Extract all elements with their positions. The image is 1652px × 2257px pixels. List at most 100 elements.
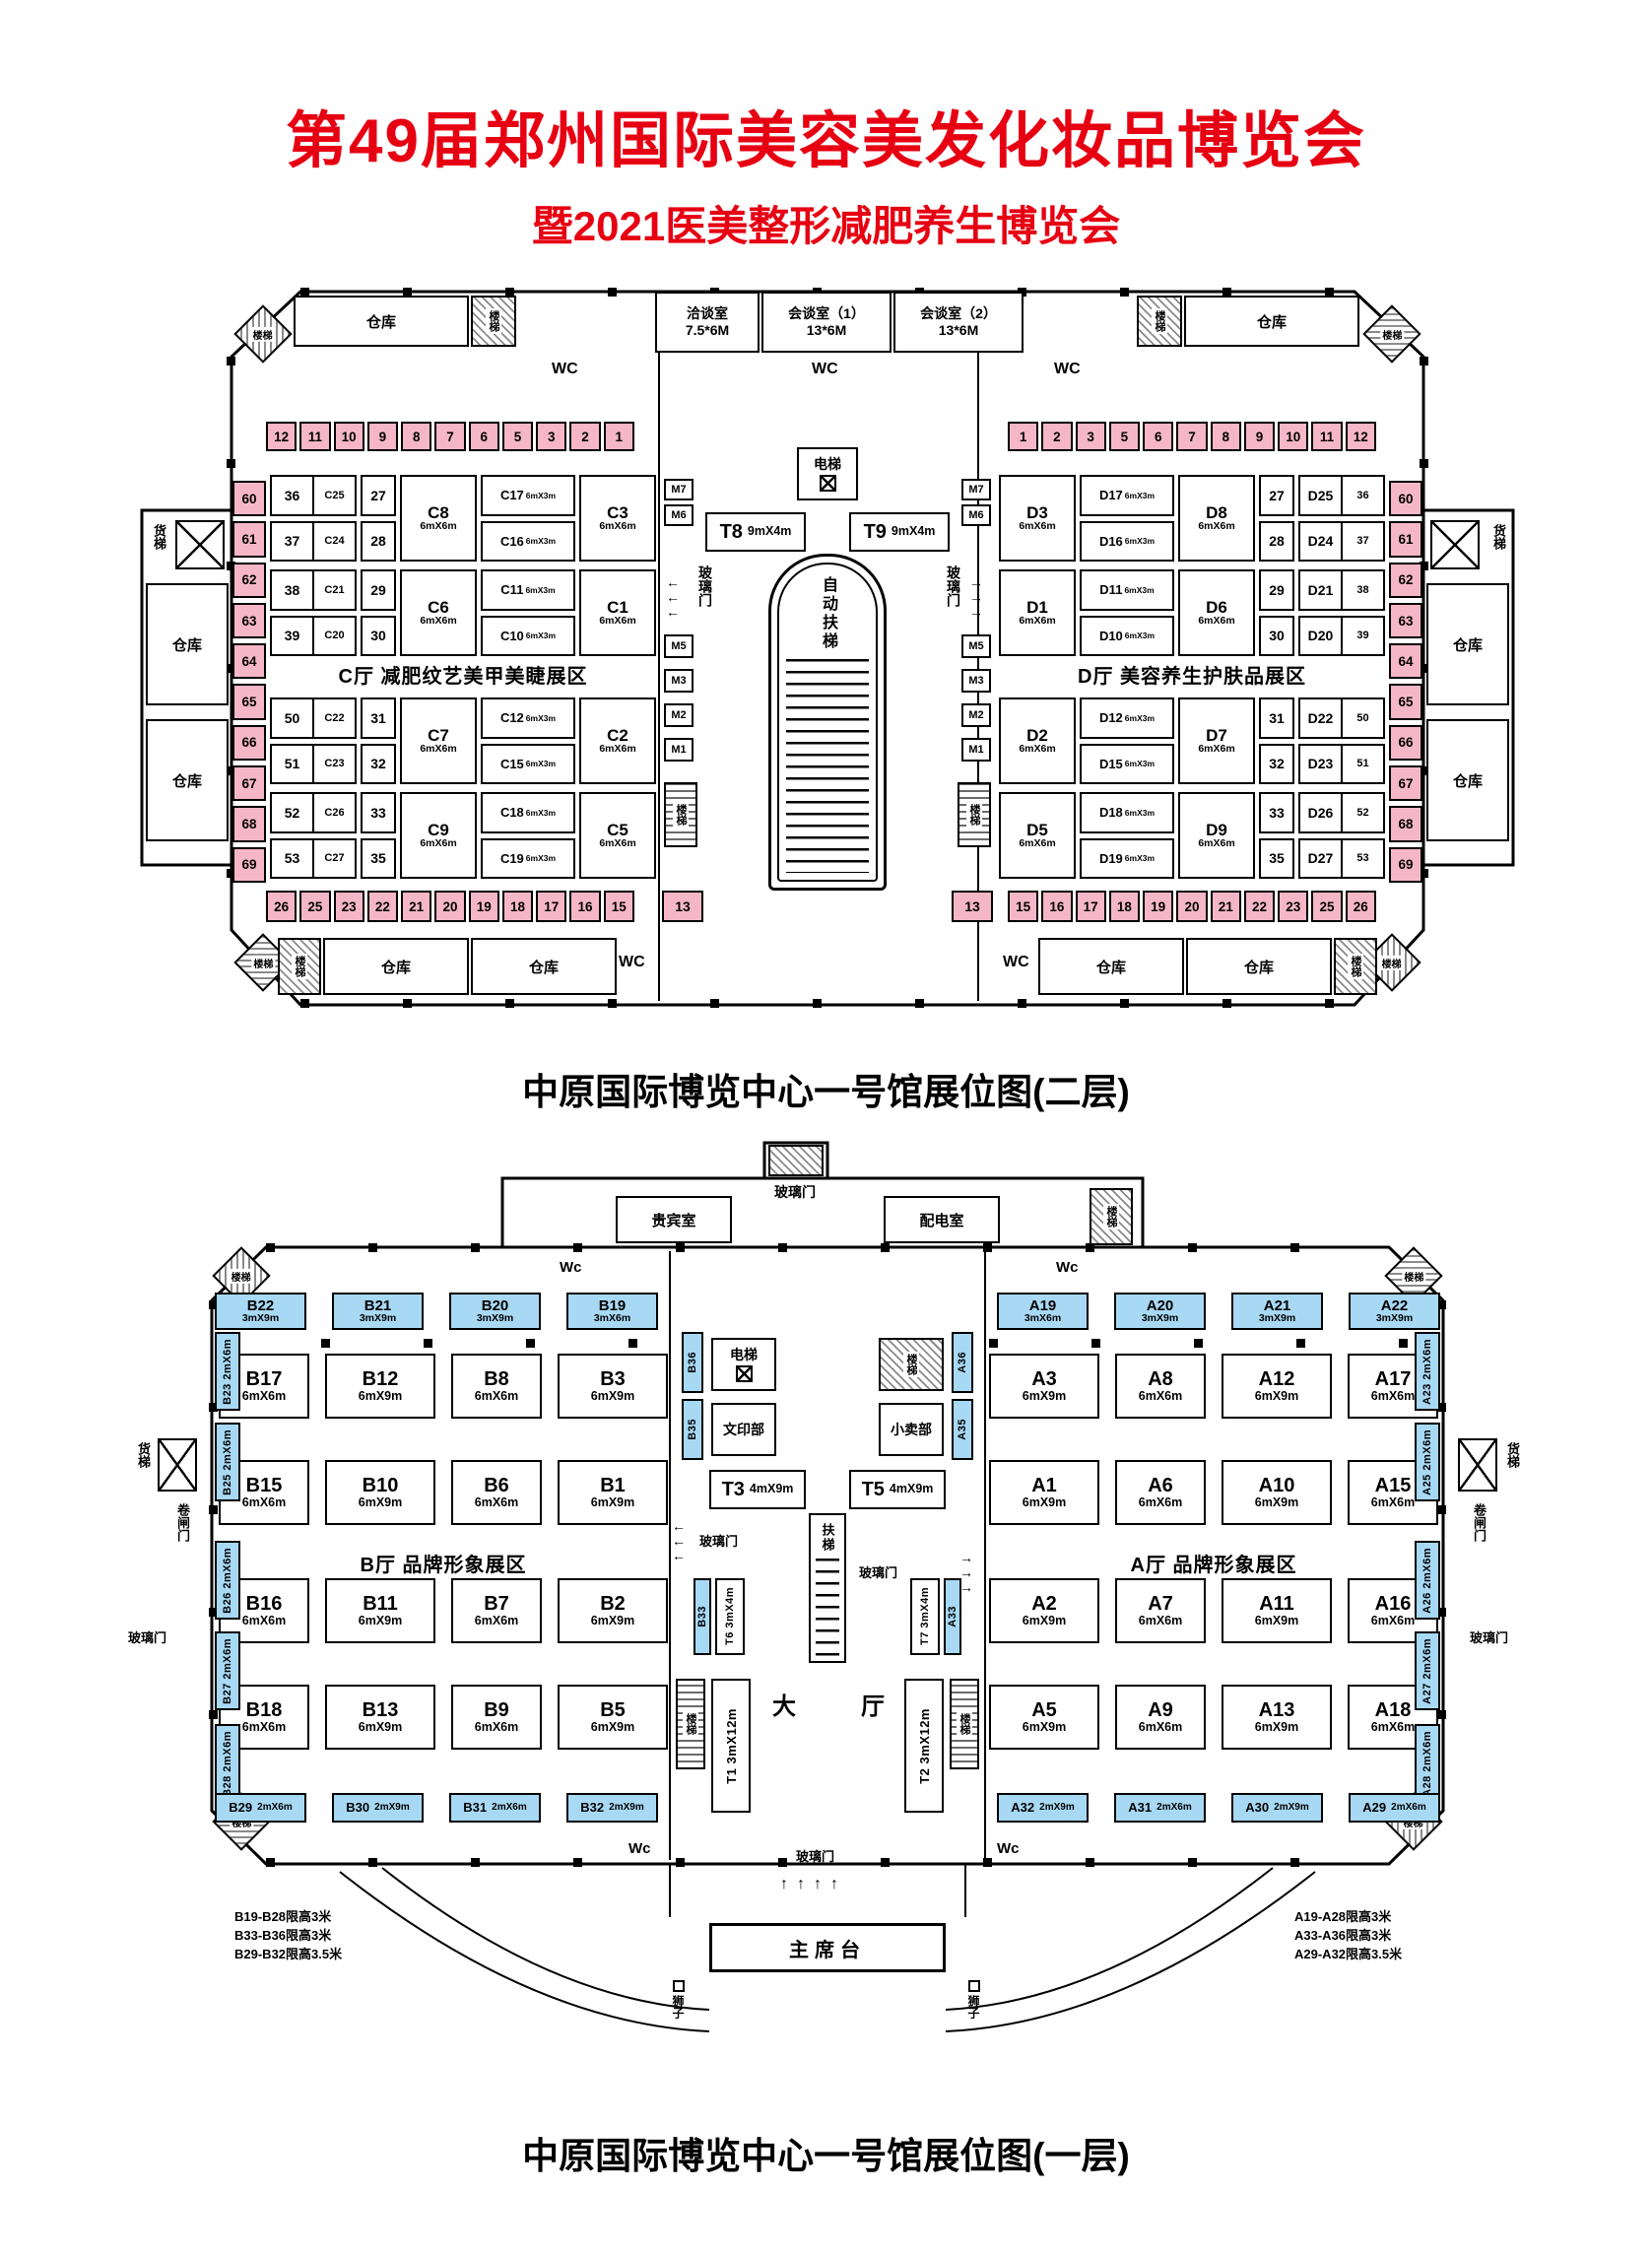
- booth-id: B10: [362, 1474, 399, 1496]
- glass-door-right-wall: 玻璃门: [1470, 1630, 1509, 1645]
- cell-A29-A32限高3.5米: A29-A32限高3.5米: [1294, 1947, 1403, 1961]
- cell-64: 64: [232, 643, 266, 680]
- arrow-icon: →: [959, 1550, 973, 1565]
- booth-id: A21: [1263, 1296, 1291, 1314]
- booth-B23: B23 2mX6m: [215, 1332, 240, 1411]
- booth-size: 4mX9m: [749, 1482, 794, 1496]
- arrow-icon: ←: [672, 1533, 686, 1549]
- booth-id: B32: [580, 1800, 605, 1816]
- stairs-label: 楼梯: [683, 1711, 698, 1737]
- booth-id: A10: [1258, 1474, 1295, 1496]
- booth-id: T8: [719, 520, 743, 543]
- escalator-steps: [786, 659, 869, 873]
- booth-size: 6mX6m: [1370, 1494, 1416, 1509]
- stairs-shaft-left: 楼梯: [664, 782, 697, 847]
- aisle-columns-left: [219, 1339, 668, 1348]
- booth-size: 6mX9m: [1022, 1388, 1067, 1403]
- booth-size: 6mX6m: [474, 1494, 519, 1509]
- booth-id: B8: [484, 1367, 509, 1390]
- booth-id: C10: [499, 628, 524, 643]
- glass-door-left: 玻璃门: [697, 565, 713, 607]
- stairs-extension-right: 楼梯: [1090, 1188, 1133, 1245]
- cell-17: 17: [1075, 891, 1106, 922]
- cell-39: 39: [1341, 615, 1385, 656]
- booth-size: 3mX9m: [1375, 1312, 1414, 1325]
- booth-size: 6mX3m: [1124, 584, 1155, 595]
- escalator-f1: 扶梯: [809, 1513, 846, 1663]
- wall-columns-bottom: [300, 999, 1355, 1008]
- booth-size: 6mX6m: [241, 1613, 287, 1627]
- booth-id: B17: [245, 1367, 283, 1390]
- print-room: 文印部: [711, 1403, 776, 1456]
- conference-room-2: 会谈室（2）13*6M: [893, 292, 1024, 353]
- booth-size: 2mX6m: [1391, 1801, 1426, 1813]
- booth-B33: B33: [694, 1578, 711, 1655]
- arrow-icon: →: [969, 604, 983, 620]
- elevator-label: 电梯: [730, 1346, 758, 1362]
- warehouse-label: 仓库: [1452, 636, 1483, 654]
- booth-id: B11: [363, 1592, 398, 1615]
- booth-size: 2mX6m: [257, 1801, 293, 1813]
- booth-id: A16: [1374, 1592, 1412, 1615]
- booth-B26: B26 2mX6m: [215, 1541, 240, 1620]
- cell-65: 65: [232, 684, 266, 720]
- booth-size: 6mX3m: [525, 759, 557, 769]
- cell-62: 62: [232, 562, 266, 598]
- warehouse-bottom-2: 仓库: [471, 938, 617, 995]
- booth-B25: B25 2mX6m: [215, 1423, 240, 1501]
- cell-61: 61: [232, 521, 266, 558]
- cell-37: 37: [1341, 520, 1385, 562]
- booth-id: D11: [1099, 582, 1123, 598]
- cell-36: 36: [270, 475, 314, 516]
- booth-id: D1: [1026, 597, 1048, 617]
- cell-M2: M2: [664, 703, 694, 727]
- cell-23: 23: [333, 891, 364, 922]
- power-room: 配电室: [884, 1196, 1000, 1243]
- cell-D24: D24: [1298, 520, 1343, 562]
- booth-T6: T6 3mX4m: [715, 1578, 745, 1655]
- arrow-icon: ↑: [830, 1876, 838, 1892]
- cell-51: 51: [270, 743, 314, 784]
- booth-size: 6mX6m: [241, 1494, 287, 1509]
- booth-size: 3mX9m: [241, 1312, 280, 1325]
- freight-left-f1: [158, 1438, 197, 1492]
- escalator-f2: 自动扶梯: [768, 554, 887, 891]
- stairs-label: 楼梯: [957, 1711, 972, 1737]
- booth-A28: A28 2mX6m: [1415, 1724, 1440, 1803]
- booth-id: D10: [1098, 628, 1123, 643]
- cell-68: 68: [1389, 806, 1422, 842]
- cell-1: 1: [603, 422, 634, 451]
- cell-11: 11: [1311, 422, 1343, 451]
- cell-M6: M6: [961, 504, 991, 526]
- aisle-columns-right: [989, 1339, 1438, 1348]
- cell-D26: D26: [1298, 792, 1343, 833]
- cell-33: 33: [361, 792, 396, 833]
- booth-id: B16: [245, 1592, 283, 1615]
- booth-id: B15: [245, 1474, 283, 1496]
- cell-66: 66: [1389, 724, 1422, 762]
- cell-7: 7: [1176, 422, 1208, 451]
- cell-60: 60: [1389, 481, 1422, 517]
- stairs-label: 楼梯: [966, 802, 982, 828]
